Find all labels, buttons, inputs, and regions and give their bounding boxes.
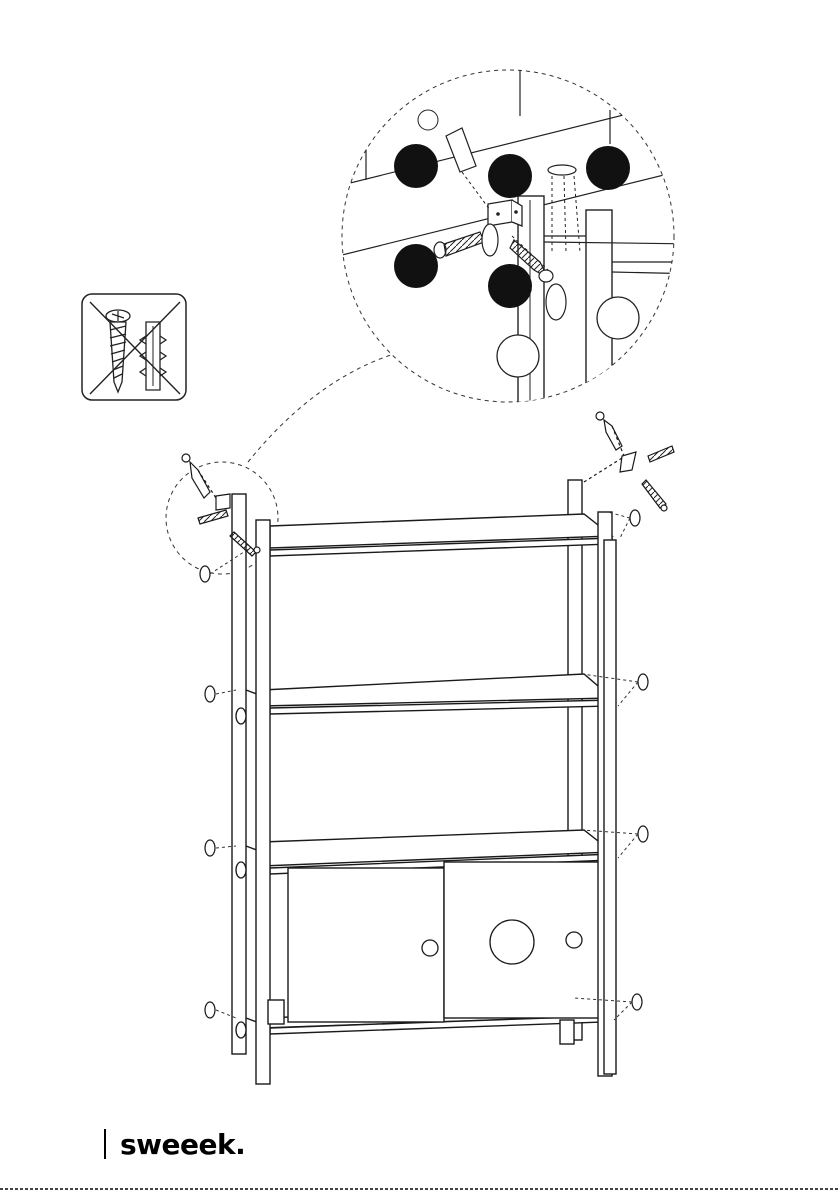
step-marker [488, 154, 532, 198]
shelf-unit [232, 480, 616, 1084]
brand-logo: sweeek. [104, 1126, 245, 1162]
step-marker [488, 264, 532, 308]
angle-bracket-icon [488, 200, 522, 226]
no-screws-no-plugs-warning-icon [82, 294, 186, 400]
wall-fixing-detail-callout [330, 70, 700, 420]
brand-divider [104, 1129, 106, 1159]
footer-rule [0, 1188, 840, 1190]
step-marker [394, 244, 438, 288]
step-marker [586, 146, 630, 190]
brand-name: sweeek. [120, 1128, 245, 1161]
right-wall-fixing [584, 412, 674, 511]
callout-connector [248, 352, 400, 462]
step-marker [394, 144, 438, 188]
left-wall-fixing [182, 454, 260, 556]
